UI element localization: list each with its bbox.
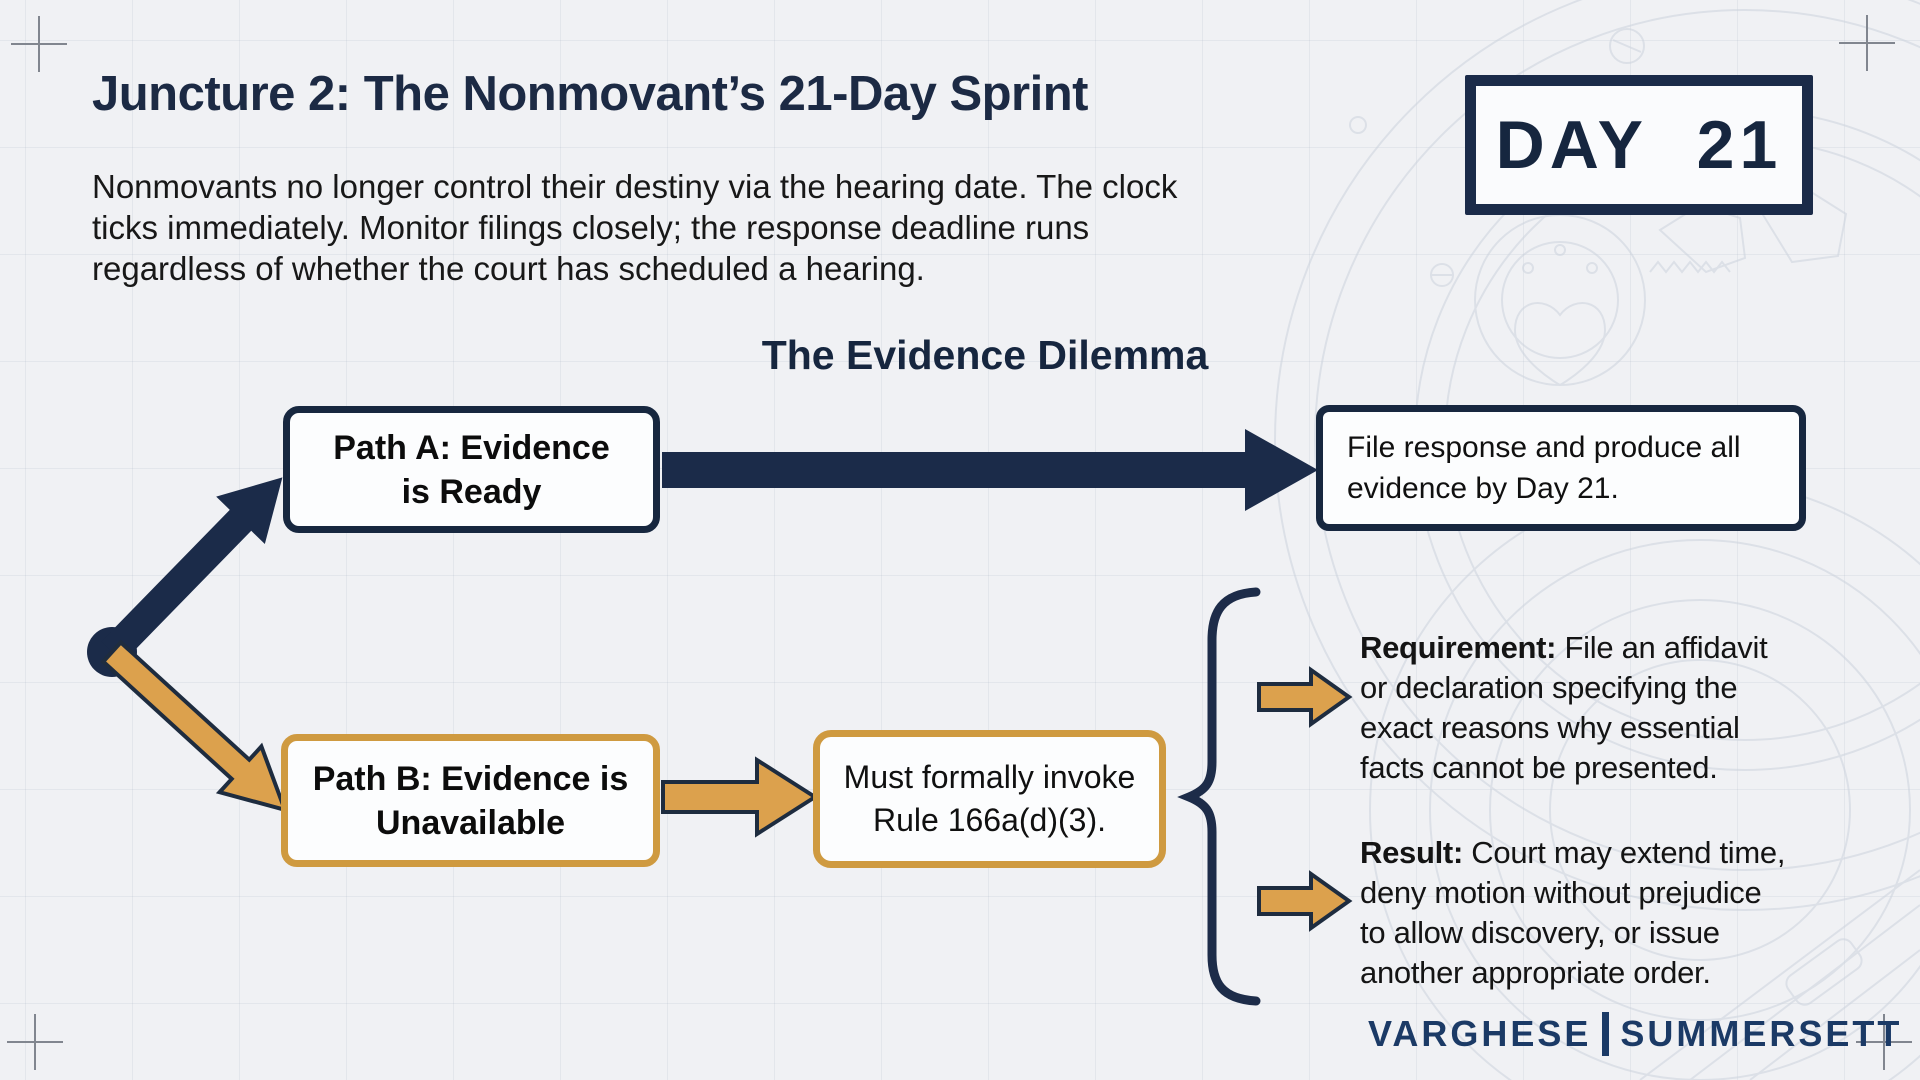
path-b-step-box: Must formally invoke Rule 166a(d)(3).: [813, 730, 1166, 868]
requirement-text: or declaration specifying the: [1360, 670, 1738, 705]
result-text: another appropriate order.: [1360, 955, 1711, 990]
firm-logo: VARGHESE SUMMERSETT: [1368, 1012, 1902, 1056]
path-a-outcome-box: File response and produce all evidence b…: [1316, 405, 1806, 531]
intro-paragraph: Nonmovants no longer control their desti…: [92, 166, 1177, 289]
requirement-arrow-icon: [1257, 666, 1353, 728]
requirement-text: facts cannot be presented.: [1360, 750, 1718, 785]
firm-logo-right: SUMMERSETT: [1620, 1013, 1903, 1054]
junction-dot: [87, 627, 137, 677]
path-a-outcome-text: File response and produce all: [1347, 431, 1741, 464]
day-21-badge-label: DAY 21: [1495, 107, 1783, 183]
curly-brace: [1177, 587, 1261, 1006]
branch-arrow-path-b-icon: [100, 639, 289, 813]
branch-arrow-path-a-icon: [101, 477, 283, 663]
path-a-label: is Ready: [401, 472, 542, 511]
firm-logo-divider: [1602, 1012, 1610, 1056]
result-label: Result:: [1360, 835, 1463, 870]
result-text: deny motion without prejudice: [1360, 875, 1762, 910]
page-title: Juncture 2: The Nonmovant’s 21-Day Sprin…: [92, 67, 1089, 121]
intro-line: regardless of whether the court has sche…: [92, 250, 925, 287]
corner-plus-top-left-icon: [11, 16, 67, 72]
path-a-box: Path A: Evidence is Ready: [283, 406, 660, 533]
path-b-step-text: Rule 166a(d)(3).: [873, 802, 1106, 838]
result-text: to allow discovery, or issue: [1360, 915, 1720, 950]
result-note: Result: Court may extend time, deny moti…: [1360, 833, 1785, 993]
day-21-badge: DAY 21: [1465, 75, 1813, 215]
result-arrow-icon: [1257, 870, 1353, 932]
section-heading: The Evidence Dilemma: [761, 332, 1209, 378]
path-b-box: Path B: Evidence is Unavailable: [281, 734, 660, 867]
requirement-note: Requirement: File an affidavit or declar…: [1360, 628, 1768, 788]
firm-logo-left: VARGHESE: [1368, 1013, 1592, 1054]
arrow-path-b-to-step-icon: [661, 756, 819, 838]
path-b-step-text: Must formally invoke: [843, 759, 1136, 795]
arrow-path-a-to-outcome-icon: [662, 429, 1318, 511]
corner-plus-bottom-right-icon: [1856, 1014, 1912, 1070]
path-a-outcome-text: evidence by Day 21.: [1347, 472, 1619, 505]
corner-plus-bottom-left-icon: [7, 1014, 63, 1070]
result-text: Court may extend time,: [1471, 835, 1786, 870]
intro-line: Nonmovants no longer control their desti…: [92, 168, 1178, 205]
path-b-label: Unavailable: [376, 803, 565, 842]
requirement-text: File an affidavit: [1564, 630, 1768, 665]
intro-line: ticks immediately. Monitor filings close…: [92, 209, 1090, 246]
requirement-text: exact reasons why essential: [1360, 710, 1740, 745]
requirement-label: Requirement:: [1360, 630, 1557, 665]
path-a-label: Path A: Evidence: [333, 428, 610, 467]
path-b-label: Path B: Evidence is: [312, 759, 629, 798]
corner-plus-top-right-icon: [1839, 15, 1895, 71]
